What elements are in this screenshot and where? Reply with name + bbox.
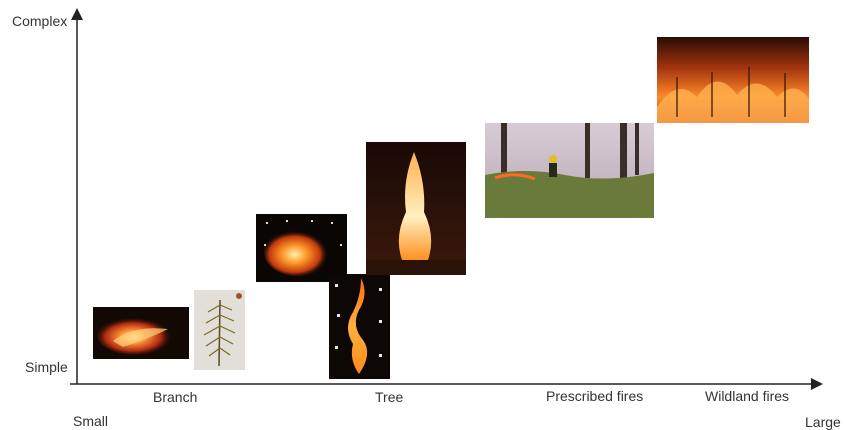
y-axis-top-label: Complex [12,13,68,29]
tree-burn-large-photo [366,142,466,275]
wildland-fire-photo [657,37,809,123]
category-label-branch: Branch [153,389,198,405]
branch-burn-chamber-photo [256,214,347,282]
branch-fire-photo [93,307,189,359]
x-axis-left-label: Small [73,413,109,429]
prescribed-fire-photo [485,123,654,218]
category-label-tree: Tree [375,389,404,405]
x-axis-right-label: Large [805,414,841,430]
y-axis-bottom-label: Simple [25,359,68,375]
branch-sample-photo [194,290,245,370]
category-label-wildland-fires: Wildland fires [705,388,790,404]
category-label-prescribed-fires: Prescribed fires [546,388,644,404]
tree-fire-column-photo [329,274,390,379]
